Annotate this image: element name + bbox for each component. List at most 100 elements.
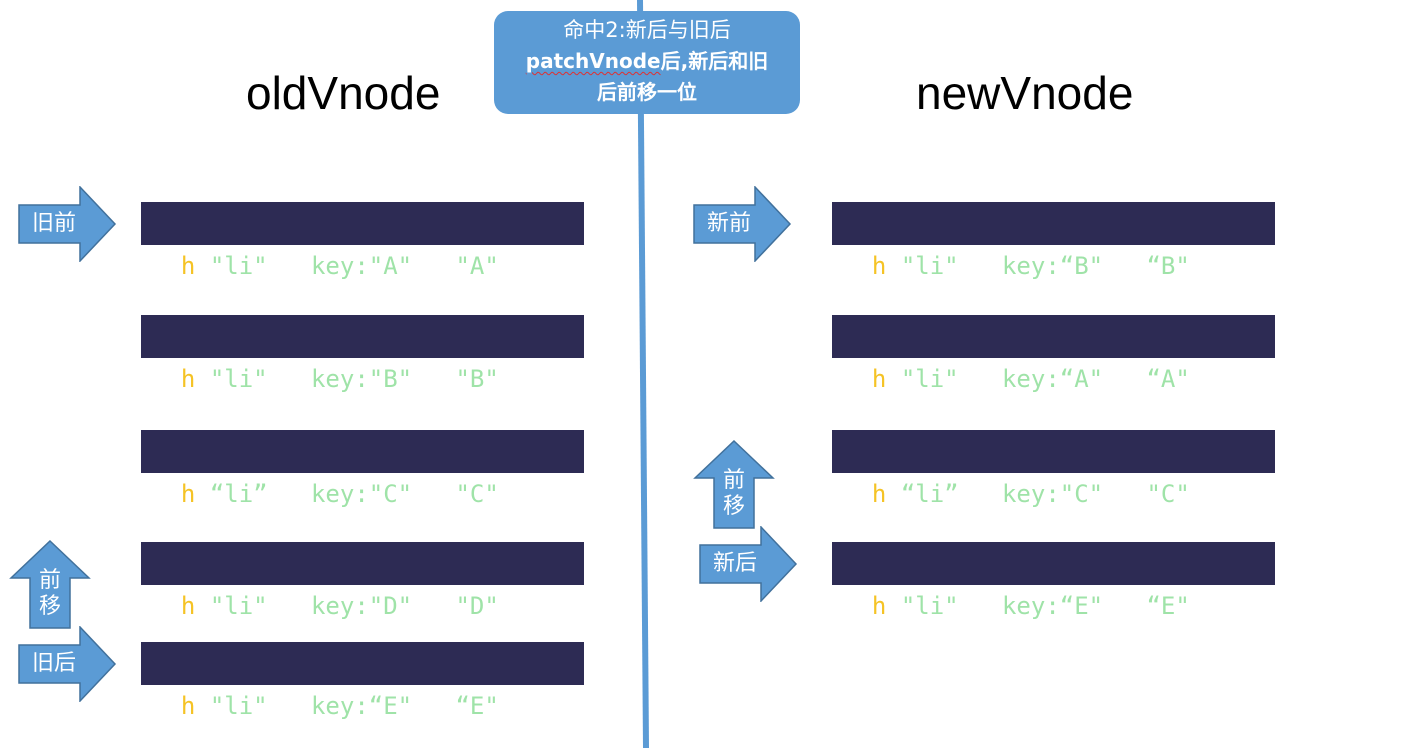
code-key-value: "C" (368, 480, 413, 508)
new-start-pointer: 新前 (693, 186, 793, 262)
code-key-label: key: (310, 252, 369, 280)
code-paren: ( (886, 480, 901, 508)
code-paren: ( (195, 365, 210, 393)
code-tag: "li" (900, 252, 959, 280)
code-sep: , { (958, 480, 1002, 508)
code-mid: }, (412, 692, 456, 720)
code-sep: , { (267, 692, 311, 720)
code-fn: h (871, 252, 887, 280)
code-text: "D" (455, 592, 499, 620)
up-arrow-icon (9, 540, 91, 629)
code-mid: }, (1103, 365, 1147, 393)
callout-line-2: patchVnode后,新后和旧 (494, 46, 800, 77)
code-fn: h (871, 480, 887, 508)
code-fn: h (180, 252, 196, 280)
right-arrow-icon (18, 626, 117, 702)
code-tag: "li" (900, 592, 959, 620)
code-end: ,) (1189, 480, 1219, 508)
new-move-up-pointer: 前 移 (693, 440, 775, 530)
new-vnode-a: h("li", {key:“A"}, “A",) (832, 315, 1275, 393)
code-fn: h (180, 692, 196, 720)
old-move-label: 前 移 (35, 568, 65, 620)
code-key-value: "D" (368, 592, 413, 620)
old-end-label: 旧后 (32, 651, 77, 676)
new-move-label-1: 前 (722, 468, 745, 493)
code-fn: h (871, 365, 887, 393)
code-tag: “li” (900, 480, 959, 508)
code-mid: }, (1103, 592, 1147, 620)
code-paren: ( (886, 365, 901, 393)
code-sep: , { (267, 365, 311, 393)
code-text: “E" (1146, 592, 1190, 620)
new-move-label: 前 移 (719, 468, 749, 520)
code-mid: }, (412, 252, 456, 280)
code-text: "C" (1146, 480, 1190, 508)
hit-2-callout: 命中2:新后与旧后 patchVnode后,新后和旧 后前移一位 (494, 11, 800, 114)
code-key-value: “E" (1059, 592, 1104, 620)
code-fn: h (180, 365, 196, 393)
old-move-label-2: 移 (38, 594, 61, 619)
code-mid: }, (412, 592, 456, 620)
code-paren: ( (886, 252, 901, 280)
code-mid: }, (412, 365, 456, 393)
code-key-label: key: (310, 365, 369, 393)
callout-line-1: 命中2:新后与旧后 (563, 18, 731, 42)
code-sep: , { (958, 365, 1002, 393)
old-start-pointer: 旧前 (18, 186, 118, 262)
code-end: ,) (498, 365, 528, 393)
code-tag: “li” (209, 480, 268, 508)
code-key-label: key: (310, 592, 369, 620)
code-text: "A" (455, 252, 499, 280)
code-paren: ( (195, 692, 210, 720)
code-sep: , { (958, 252, 1002, 280)
new-vnode-b: h("li", {key:“B"}, “B",) (832, 202, 1275, 280)
code-text: “E" (455, 692, 499, 720)
code-key-label: key: (310, 480, 369, 508)
code-end: ,) (1189, 592, 1219, 620)
code-tag: "li" (209, 692, 268, 720)
code-key-value: “E" (368, 692, 413, 720)
code-key-label: key: (1001, 592, 1060, 620)
code-text: "C" (455, 480, 499, 508)
old-move-label-1: 前 (38, 568, 61, 593)
new-end-pointer: 新后 (699, 526, 799, 602)
code-tag: "li" (209, 365, 268, 393)
code-fn: h (871, 592, 887, 620)
code-mid: }, (412, 480, 456, 508)
new-vnode-e: h("li", {key:“E"}, “E",) (832, 542, 1275, 620)
new-vnode-title: newVnode (916, 67, 1134, 119)
up-arrow-icon (693, 440, 775, 529)
code-fn: h (180, 480, 196, 508)
code-key-value: “A" (1059, 365, 1104, 393)
new-vnode-c: h(“li”, {key:"C"}, "C",) (832, 430, 1275, 508)
code-tag: "li" (900, 365, 959, 393)
old-vnode-e: h("li", {key:“E"}, “E",) (141, 642, 584, 720)
new-start-label: 新前 (707, 211, 752, 236)
code-text: “A" (1146, 365, 1190, 393)
code-text: "B" (455, 365, 499, 393)
code-text: “B" (1146, 252, 1190, 280)
right-arrow-icon (693, 186, 792, 262)
code-key-value: "C" (1059, 480, 1104, 508)
callout-line-3: 后前移一位 (597, 80, 697, 104)
code-end: ,) (1189, 252, 1219, 280)
code-sep: , { (267, 480, 311, 508)
code-tag: "li" (209, 592, 268, 620)
old-end-pointer: 旧后 (18, 626, 118, 702)
old-start-label: 旧前 (32, 211, 77, 236)
code-end: ,) (1189, 365, 1219, 393)
code-paren: ( (195, 252, 210, 280)
code-end: ,) (498, 692, 528, 720)
old-vnode-title: oldVnode (246, 67, 441, 119)
code-key-value: “B" (1059, 252, 1104, 280)
old-vnode-d: h("li", {key:"D"}, "D",) (141, 542, 584, 620)
code-sep: , { (267, 252, 311, 280)
right-arrow-icon (699, 526, 798, 602)
code-end: ,) (498, 592, 528, 620)
old-move-up-pointer: 前 移 (9, 540, 91, 630)
code-key-label: key: (1001, 365, 1060, 393)
callout-patchvnode: patchVnode (525, 49, 661, 73)
code-sep: , { (958, 592, 1002, 620)
code-key-label: key: (310, 692, 369, 720)
